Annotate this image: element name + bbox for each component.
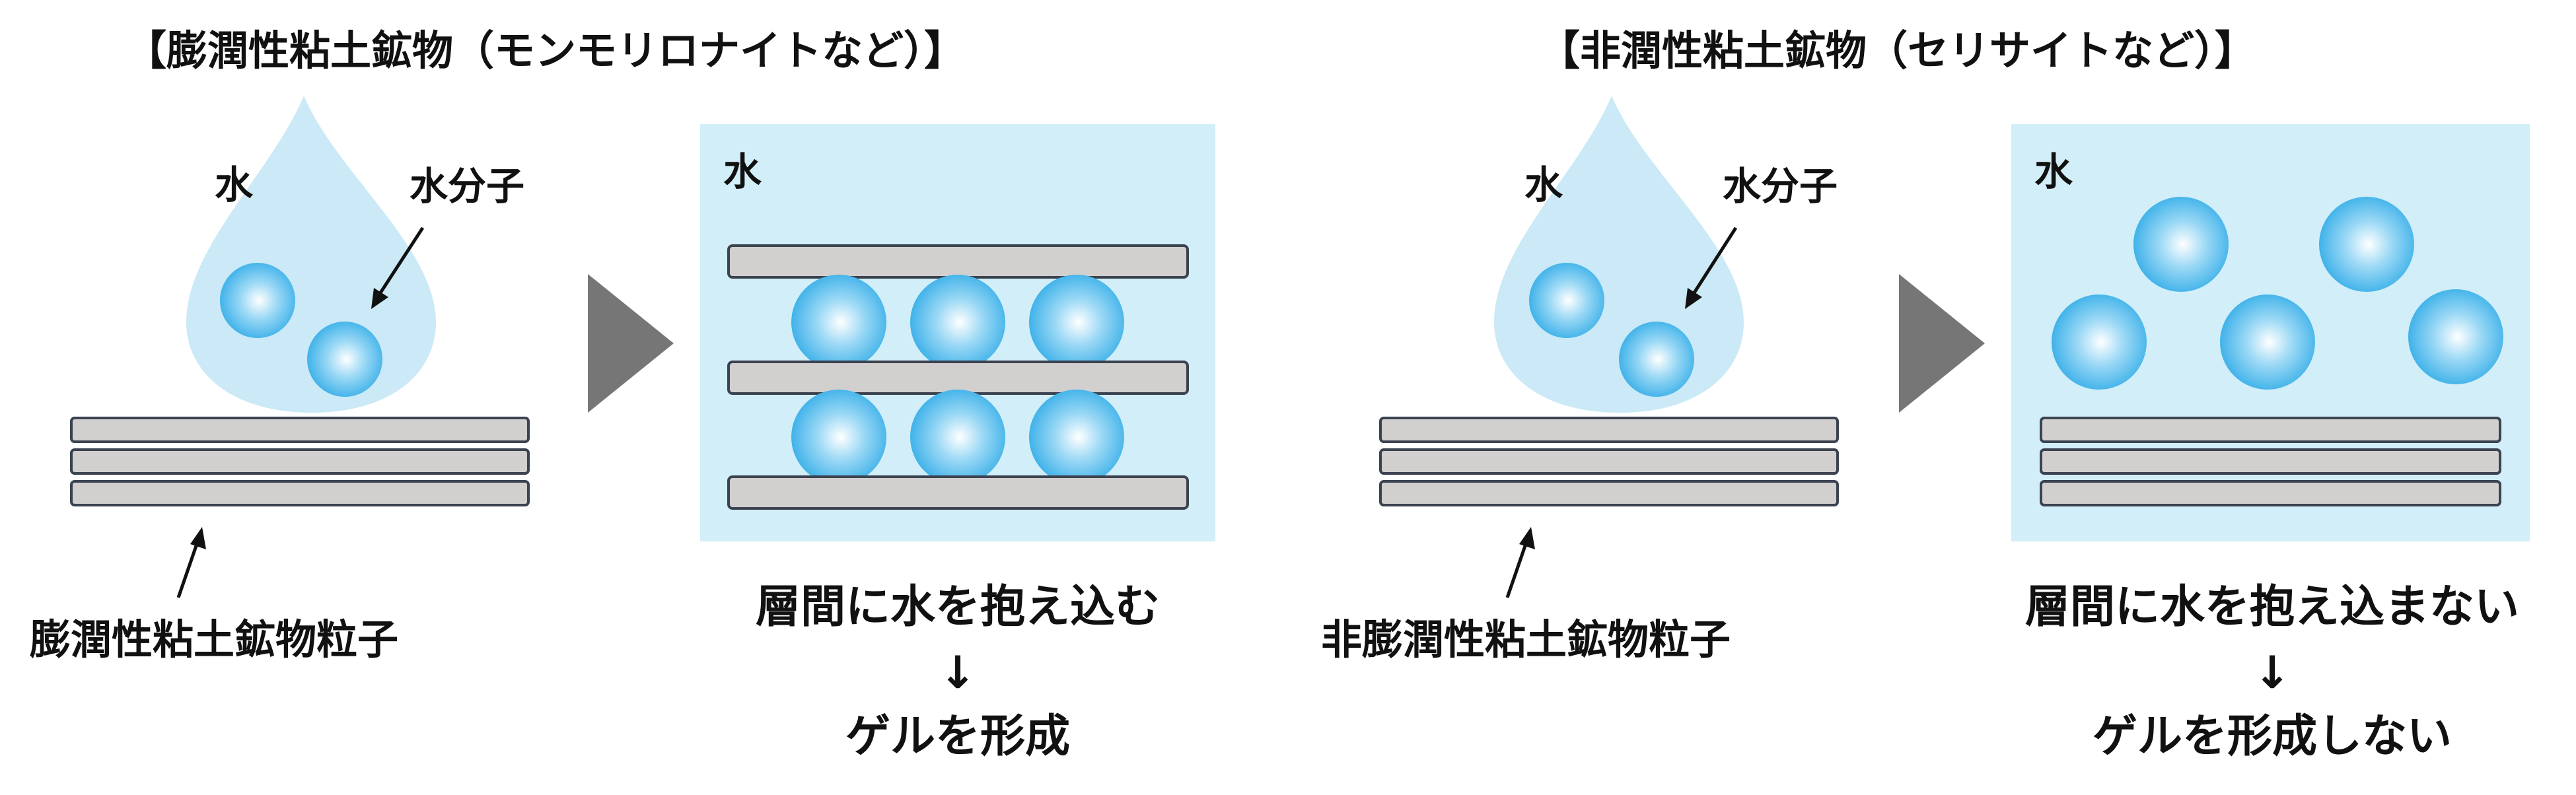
water-molecule [1529, 263, 1604, 338]
right-result-line1: 層間に水を抱え込まない [2025, 581, 2519, 633]
right-title: 【非潤性粘土鉱物（セリサイトなど）】 [1539, 26, 2256, 75]
clay-plate [2040, 480, 2501, 506]
clay-plate [1379, 480, 1839, 506]
water-molecule [910, 275, 1005, 370]
arrow-to-molecule [371, 226, 425, 309]
left-title: 【膨潤性粘土鉱物（モンモリロナイトなど）】 [125, 26, 965, 75]
arrow-to-particle [176, 527, 206, 598]
water-molecule [2052, 294, 2147, 390]
free-water-molecules [2052, 197, 2503, 390]
water-molecule [1619, 322, 1694, 397]
right-panel: 【非潤性粘土鉱物（セリサイトなど）】 水 水分子 非膨潤性粘土鉱物粒子 水 [1321, 26, 2530, 763]
clay-plate [2040, 417, 2501, 443]
arrow-to-particle [1505, 527, 1535, 598]
clay-particle-stack [1379, 417, 1839, 506]
process-arrow-triangle [1899, 274, 1985, 413]
water-molecule [307, 322, 382, 397]
non-swelling-clay-stack [2040, 417, 2501, 506]
right-drop-label: 水 [1524, 162, 1563, 207]
clay-plate [727, 475, 1189, 510]
right-particle-label: 非膨潤性粘土鉱物粒子 [1321, 615, 1731, 664]
water-molecule [2220, 294, 2315, 390]
clay-plate [2040, 448, 2501, 475]
right-result-line2: ゲルを形成しない [2093, 710, 2452, 763]
water-molecule [791, 275, 886, 370]
left-particle-label: 膨潤性粘土鉱物粒子 [30, 615, 398, 664]
expanded-clay-layers [727, 244, 1189, 510]
arrow-to-molecule [1685, 226, 1738, 309]
water-molecule [1029, 275, 1124, 370]
left-result-line1: 層間に水を抱え込む [756, 581, 1160, 633]
clay-plate [1379, 417, 1839, 443]
clay-plate [727, 361, 1189, 395]
water-molecule [2319, 197, 2414, 292]
water-molecule [220, 263, 295, 338]
left-panel: 【膨潤性粘土鉱物（モンモリロナイトなど）】 水 水分子 膨潤性粘土鉱物粒子 水 [30, 26, 1215, 763]
clay-plate [727, 244, 1189, 279]
water-molecule [2408, 289, 2503, 384]
water-molecule [791, 390, 886, 485]
water-molecule [1029, 390, 1124, 485]
right-result-arrow: ↓ [2254, 647, 2291, 699]
left-result-arrow: ↓ [939, 647, 977, 699]
process-arrow-triangle [588, 274, 674, 413]
clay-plate [70, 480, 530, 506]
left-molecule-label: 水分子 [410, 164, 524, 209]
water-molecule [2133, 197, 2229, 292]
right-box-label: 水 [2034, 149, 2073, 194]
left-box-label: 水 [723, 149, 762, 194]
left-drop-label: 水 [215, 162, 254, 207]
left-result-line2: ゲルを形成 [845, 710, 1070, 763]
right-molecule-label: 水分子 [1723, 164, 1838, 209]
clay-plate [70, 417, 530, 443]
clay-particle-stack [70, 417, 530, 506]
water-drop [1494, 96, 1744, 413]
water-molecule [910, 390, 1005, 485]
clay-plate [70, 448, 530, 475]
clay-plate [1379, 448, 1839, 475]
